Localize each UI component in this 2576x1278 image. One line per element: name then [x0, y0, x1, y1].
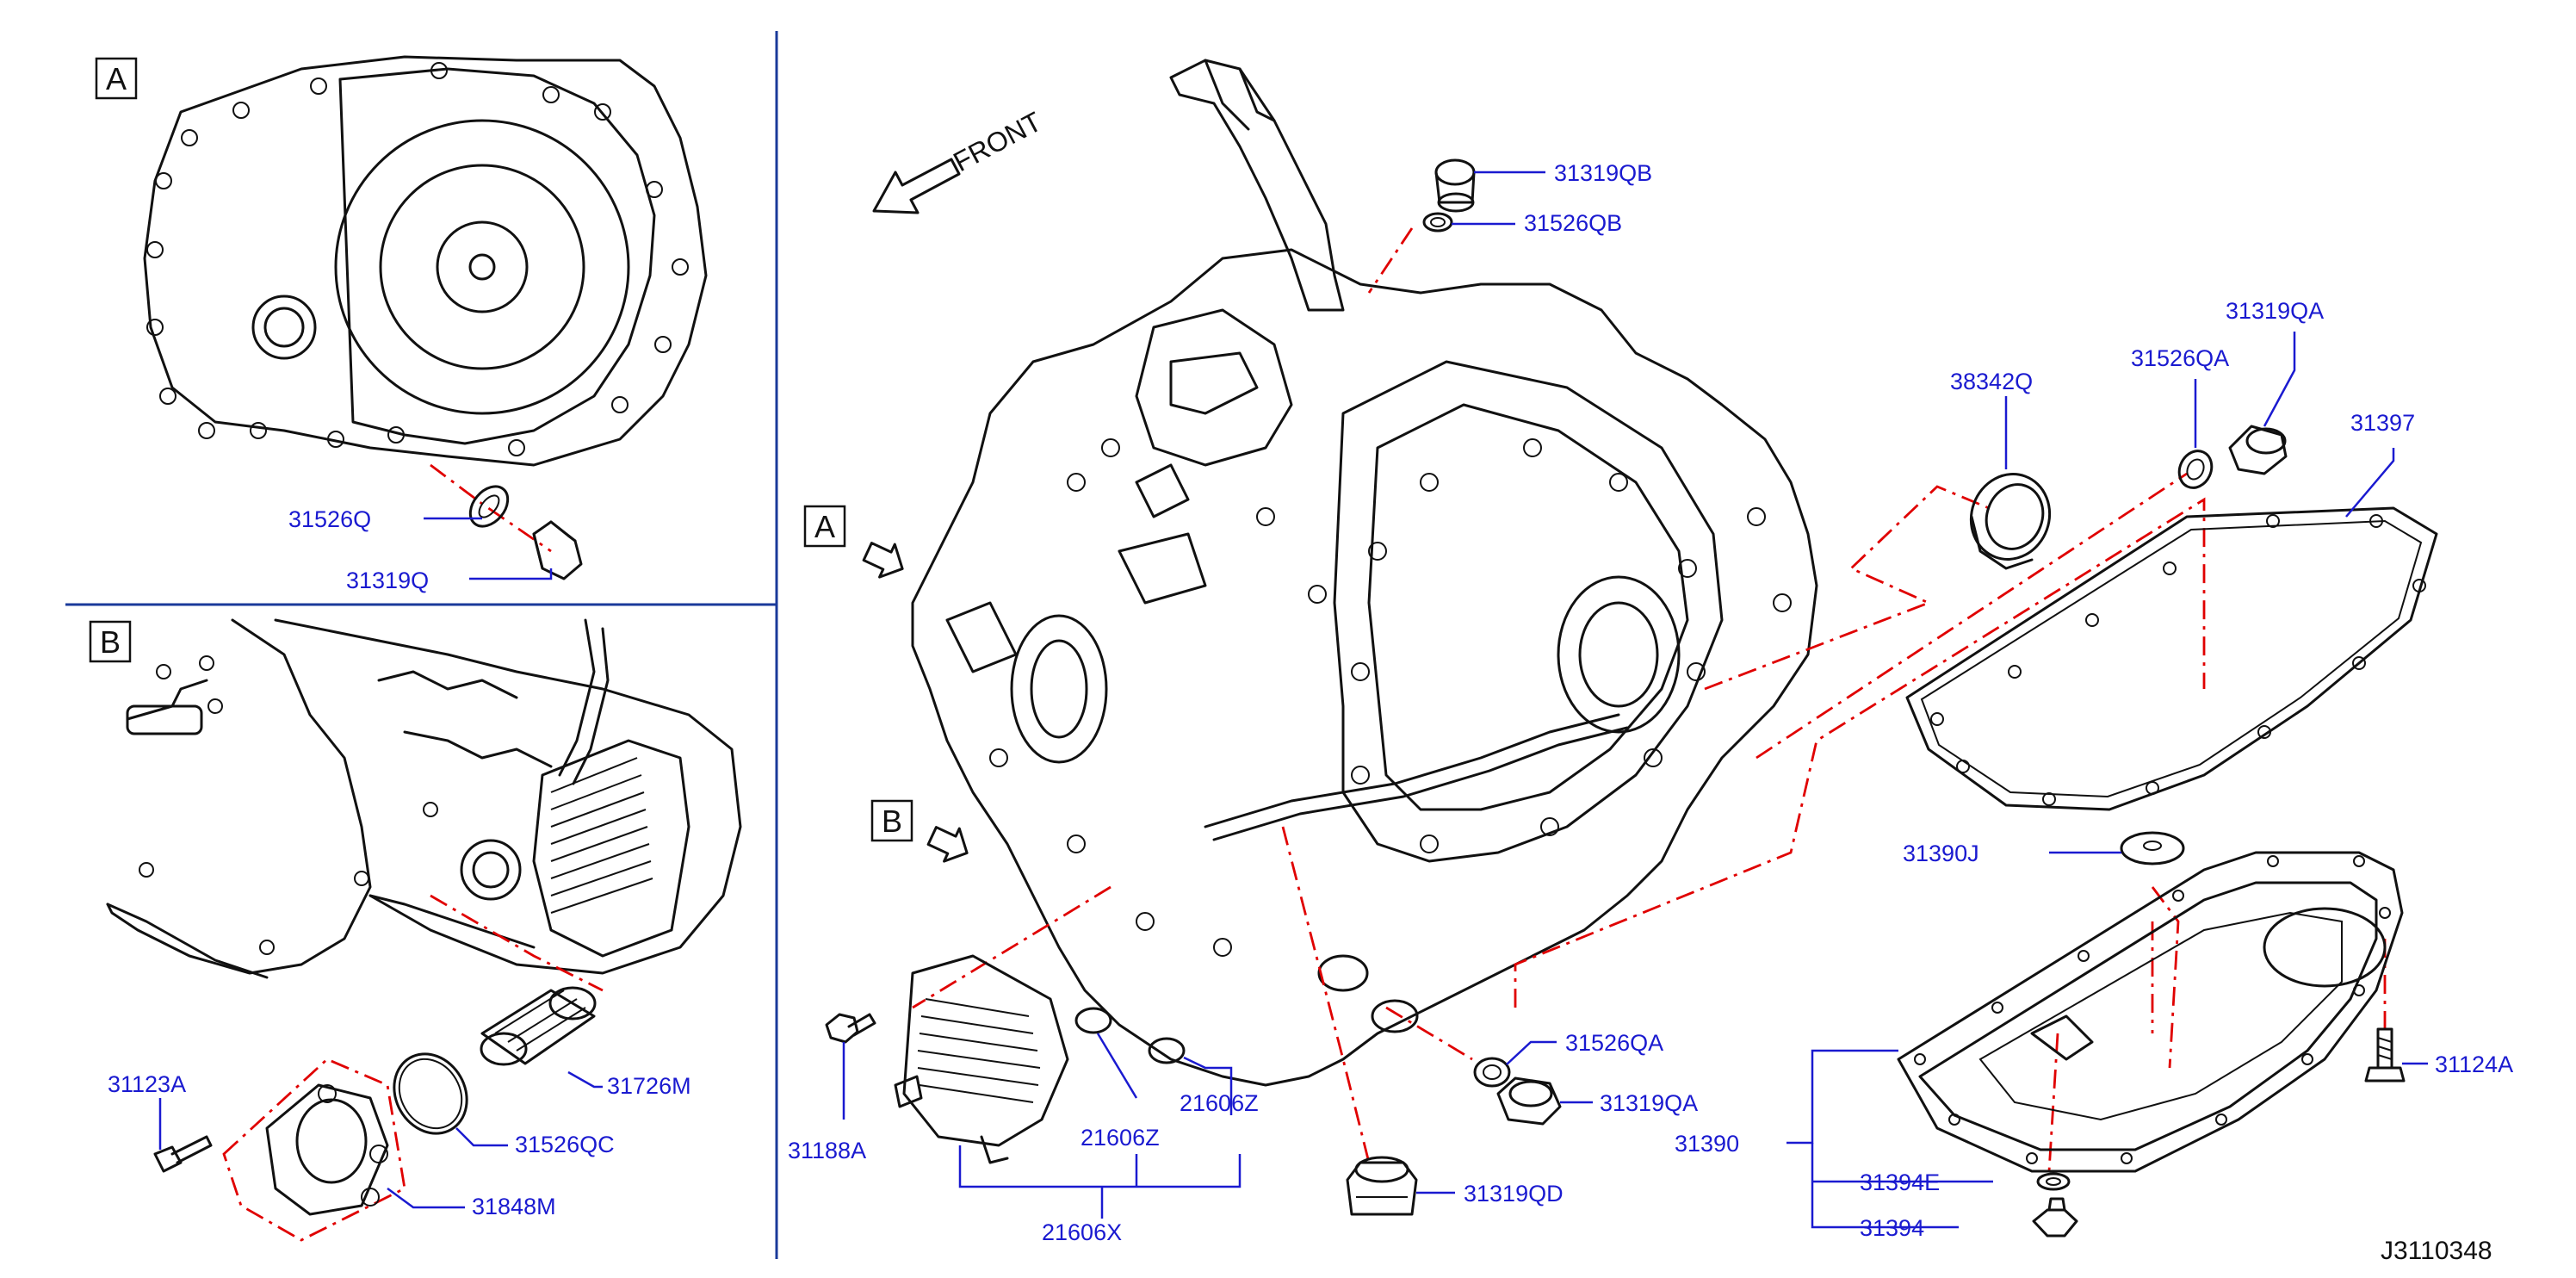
part-31123A-bolt [153, 1135, 213, 1173]
part-31848M-cover [265, 1083, 389, 1216]
part-31390-oil-pan [1897, 851, 2404, 1173]
phantom-line-31319QB [1367, 227, 1414, 294]
label-31526Q: 31526Q [288, 506, 371, 532]
main-b-letter-box [870, 799, 913, 842]
part-31319QD-plug [1346, 1156, 1418, 1216]
part-31319QA-plug-top [2228, 425, 2288, 475]
label-21606X: 21606X [1042, 1219, 1122, 1245]
label-31319QA-bottom: 31319QA [1600, 1090, 1698, 1116]
label-31526QC: 31526QC [515, 1132, 615, 1157]
phantom-line-31394 [2047, 1033, 2059, 1172]
part-31397-gasket [1905, 506, 2438, 811]
part-31319Q-plug [532, 520, 583, 580]
transmission-case-side-view [106, 618, 742, 979]
phantom-line-31319QA-bot [1385, 1006, 1473, 1061]
phantom-line-oil-pan [1514, 497, 2206, 1008]
part-31726M-filter [480, 986, 597, 1066]
part-31188A-bolt [825, 1013, 876, 1044]
part-31526Q-washer [468, 485, 510, 528]
panel-b-phantom-line-filter [430, 894, 604, 992]
front-label: FRONT [948, 106, 1046, 178]
label-31390: 31390 [1675, 1131, 1739, 1157]
part-31390J-magnet [2120, 831, 2185, 865]
panel-b: B [89, 618, 742, 1242]
label-31319Q: 31319Q [346, 568, 429, 593]
phantom-line-cooler [912, 885, 1112, 1009]
label-31726M: 31726M [607, 1073, 691, 1099]
label-31319QB: 31319QB [1554, 160, 1652, 186]
part-31526QA-washer-top [2177, 450, 2214, 489]
label-31394: 31394 [1860, 1215, 1924, 1241]
label-31526QB: 31526QB [1524, 210, 1622, 236]
part-31526QC-oring [393, 1052, 468, 1135]
main-panel: FRONT A B [788, 59, 2513, 1265]
label-31526QA-top: 31526QA [2131, 345, 2229, 371]
transmission-assembly [911, 59, 1818, 1087]
label-21606Z-a: 21606Z [1081, 1125, 1160, 1151]
phantom-line-31319QA-top [1756, 472, 2188, 760]
label-31390J: 31390J [1903, 841, 1979, 866]
label-31526QA-bottom: 31526QA [1565, 1030, 1663, 1056]
phantom-line-31319QD [1281, 826, 1371, 1163]
panel-a: A [95, 55, 708, 593]
part-21606Z-oring-a [1074, 1007, 1112, 1034]
panel-a-letter-box [95, 57, 138, 100]
part-31319QA-plug-bottom [1496, 1076, 1562, 1126]
main-b-letter: B [882, 803, 902, 839]
diagram-code: J3110348 [2381, 1237, 2492, 1265]
label-31124A: 31124A [2435, 1052, 2513, 1077]
label-31397: 31397 [2350, 410, 2415, 436]
part-31394-drain-plug [2032, 1197, 2078, 1238]
part-31124A-bolt [2364, 1027, 2406, 1083]
part-38342Q-seal [1969, 473, 2052, 570]
label-21606Z-b: 21606Z [1180, 1090, 1259, 1116]
main-a-letter-box [803, 505, 846, 548]
main-a-arrow-icon [862, 542, 904, 579]
panel-a-phantom-line [430, 463, 552, 553]
part-21606Z-oring-b [1148, 1037, 1186, 1064]
main-b-arrow-icon [926, 826, 969, 863]
label-31188A: 31188A [788, 1138, 866, 1163]
label-31394E: 31394E [1860, 1169, 1940, 1195]
main-a-letter: A [814, 509, 835, 544]
part-31319QB-plug [1434, 158, 1476, 213]
panel-b-letter: B [100, 624, 121, 660]
part-31526QB-washer [1422, 212, 1453, 233]
label-31319QA-top: 31319QA [2226, 298, 2324, 324]
phantom-line-31390J [2151, 886, 2180, 1069]
transmission-case-front-view [143, 55, 708, 467]
part-31526QA-washer-bottom [1473, 1057, 1511, 1088]
label-38342Q: 38342Q [1950, 369, 2033, 394]
part-oil-cooler [894, 954, 1069, 1164]
part-31394E-washer [2036, 1172, 2071, 1191]
phantom-line-38342Q [1704, 485, 1990, 691]
label-31319QD: 31319QD [1464, 1181, 1564, 1207]
label-31123A: 31123A [108, 1071, 186, 1097]
front-arrow-icon [872, 158, 961, 214]
panel-a-letter: A [106, 61, 127, 96]
label-31848M: 31848M [472, 1194, 556, 1219]
panel-b-letter-box [89, 620, 132, 663]
